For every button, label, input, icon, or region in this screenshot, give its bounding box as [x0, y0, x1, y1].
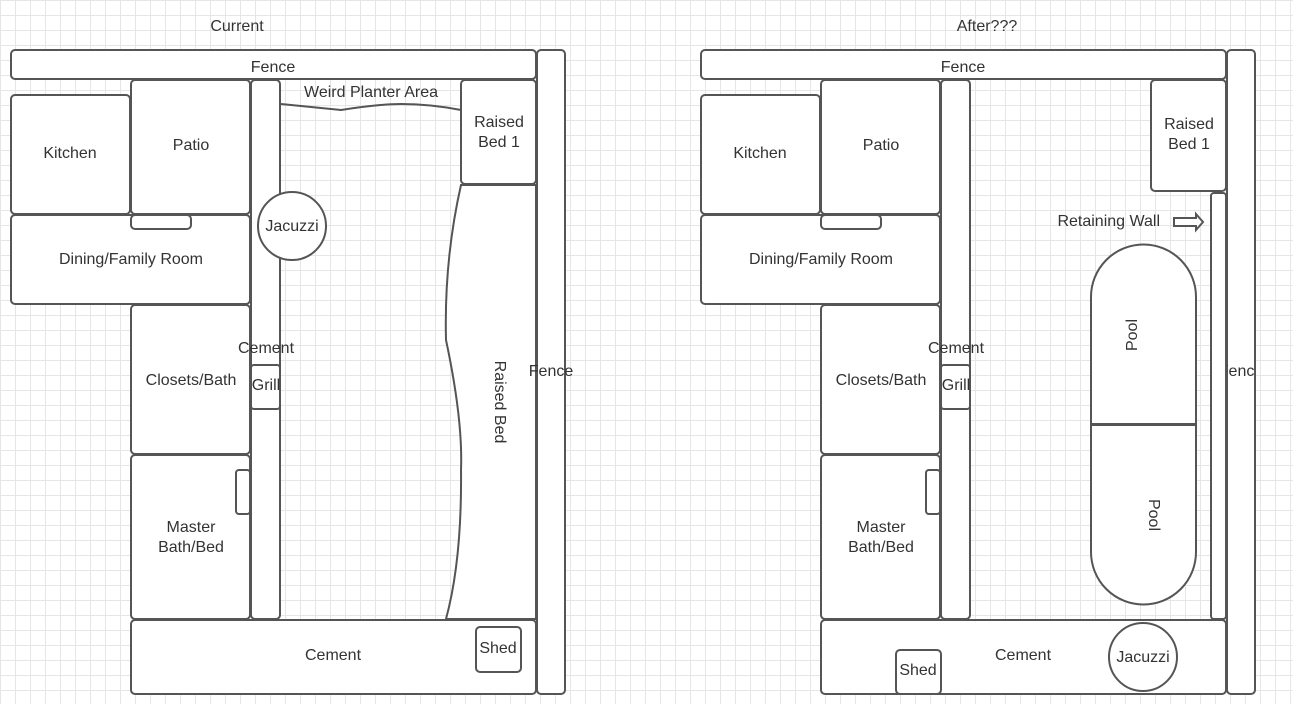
master-window: [235, 469, 251, 515]
raised-bed-1-line2: Bed 1: [478, 134, 520, 151]
master-bath-bed-room: [820, 454, 941, 620]
planter-label: Weird Planter Area: [304, 84, 438, 101]
raised-bed-1-line2: Bed 1: [1168, 136, 1210, 153]
raised-bed-1: [1150, 79, 1227, 192]
shed: [475, 626, 522, 673]
grill-label: Grill: [942, 377, 970, 394]
jacuzzi: [257, 191, 327, 261]
pool-upper: [1090, 243, 1197, 425]
current-title: Current: [210, 18, 264, 35]
raised-bed-label: Raised Bed: [491, 361, 508, 444]
raised-bed-1-line1: Raised: [1164, 116, 1214, 133]
shed: [895, 649, 942, 695]
fence-top-label: Fence: [941, 59, 986, 76]
cement-bottom-label: Cement: [305, 647, 362, 664]
cement-walkway-label: Cement: [928, 340, 985, 357]
arrow-right-icon: [1173, 211, 1205, 233]
patio-label: Patio: [173, 137, 210, 154]
dining-label: Dining/Family Room: [59, 251, 203, 268]
shed-label: Shed: [479, 640, 516, 657]
current-plan: Current Fence Kitchen Patio Dining/Famil…: [10, 18, 574, 695]
grill-label: Grill: [252, 377, 280, 394]
raised-bed-1: [460, 79, 537, 185]
closets-label: Closets/Bath: [146, 372, 237, 389]
pool-lower-label: Pool: [1145, 499, 1162, 531]
jacuzzi-label: Jacuzzi: [1116, 649, 1169, 666]
retaining-wall-label: Retaining Wall: [1057, 213, 1160, 230]
door-step: [130, 214, 192, 230]
kitchen-label: Kitchen: [733, 145, 786, 162]
closets-label: Closets/Bath: [836, 372, 927, 389]
master-label-line2: Bath/Bed: [158, 539, 224, 556]
fence-side-label: Fence: [529, 363, 574, 380]
fence-top-label: Fence: [251, 59, 296, 76]
dining-label: Dining/Family Room: [749, 251, 893, 268]
master-window: [925, 469, 941, 515]
fence-side-label: Fence: [1219, 363, 1264, 380]
after-title: After???: [957, 18, 1018, 35]
retaining-wall: [1210, 192, 1227, 620]
master-label-line1: Master: [167, 519, 217, 536]
raised-bed-1-line1: Raised: [474, 114, 524, 131]
door-step: [820, 214, 882, 230]
after-plan: After??? Fence Kitchen Patio Dining/Fami…: [700, 18, 1264, 695]
master-label-line1: Master: [857, 519, 907, 536]
jacuzzi: [1108, 622, 1178, 692]
pool-upper-label: Pool: [1124, 319, 1141, 351]
jacuzzi-label: Jacuzzi: [265, 218, 318, 235]
planter-border: [280, 102, 462, 112]
shed-label: Shed: [899, 662, 936, 679]
kitchen-label: Kitchen: [43, 145, 96, 162]
patio-label: Patio: [863, 137, 900, 154]
cement-walkway-label: Cement: [238, 340, 295, 357]
cement-bottom-label: Cement: [995, 647, 1052, 664]
pool-lower: [1090, 424, 1197, 606]
grill: [250, 364, 281, 410]
master-label-line2: Bath/Bed: [848, 539, 914, 556]
cement-bottom: [130, 619, 537, 695]
grill: [940, 364, 971, 410]
raised-bed: [444, 184, 537, 620]
master-bath-bed-room: [130, 454, 251, 620]
